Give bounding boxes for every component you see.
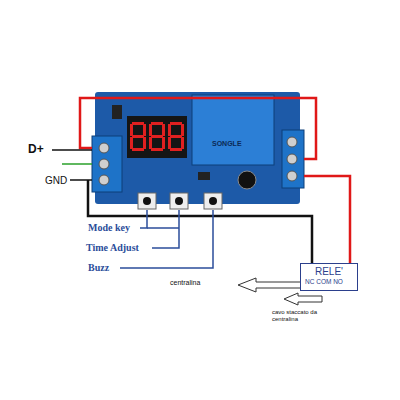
note-label: cavo staccato da centralina: [272, 309, 344, 322]
pin-names: NC COM NO: [305, 278, 353, 286]
relay-box: RELE'NC COM NO: [300, 263, 358, 291]
pin-label: D+: [28, 143, 44, 156]
terminal-block: [92, 136, 122, 192]
seven-segment-display: [127, 116, 187, 158]
button-label: Buzz: [88, 262, 109, 273]
pcb-board: [95, 92, 300, 204]
button-label: Mode key: [88, 222, 130, 233]
button-label: Time Adjust: [86, 242, 139, 253]
pin-label: GND: [45, 175, 67, 186]
terminal-block: [282, 130, 304, 188]
power-wire: [80, 98, 316, 159]
part-marking: SONGLE: [212, 140, 242, 148]
button-leaders: [120, 210, 213, 268]
note-label: centralina: [170, 279, 200, 287]
relay-title: RELE': [305, 266, 353, 278]
relay-body: [192, 95, 274, 165]
display-digits: [130, 122, 184, 151]
buzzer: [238, 171, 256, 189]
